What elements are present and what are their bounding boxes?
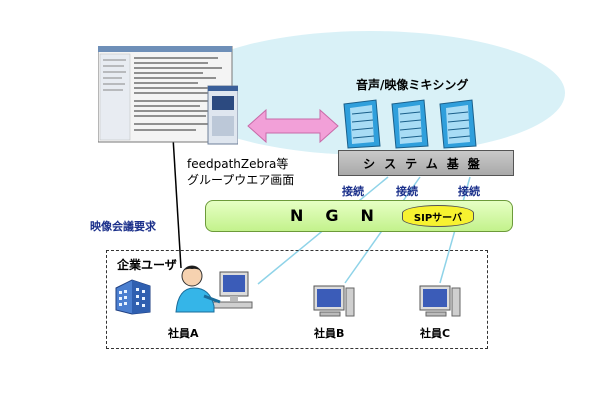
system-base-bar: システム基盤: [338, 150, 514, 176]
connect-label-2: 接続: [396, 185, 418, 198]
person-at-desk-icon: [168, 262, 254, 322]
groupware-label-line2: グループウエア画面: [187, 173, 295, 187]
pc-monitor-icon: [416, 282, 462, 322]
employee-a-label: 社員A: [168, 327, 199, 340]
connect-label-3: 接続: [458, 185, 480, 198]
mixing-label: 音声/映像ミキシング: [356, 78, 469, 92]
double-arrow: [247, 108, 339, 144]
enterprise-user-label: 企業ユーザ: [117, 258, 177, 272]
employee-c-label: 社員C: [420, 327, 451, 340]
server-rack-icon: [340, 98, 384, 150]
server-rack-icon: [388, 98, 432, 150]
video-conference-request-label: 映像会議要求: [90, 220, 156, 233]
sip-server-node: SIPサーバ: [402, 205, 474, 227]
pc-monitor-icon: [310, 282, 356, 322]
employee-b-label: 社員B: [314, 327, 345, 340]
screen-capture-icon: [97, 45, 239, 146]
ngn-label: NGN: [290, 206, 396, 225]
sip-server-label: SIPサーバ: [413, 212, 463, 224]
enterprise-user-group: [106, 250, 488, 349]
system-base-label: システム基盤: [363, 156, 489, 171]
groupware-label-line1: feedpathZebra等: [187, 157, 289, 171]
office-building-icon: [110, 276, 156, 316]
connect-label-1: 接続: [342, 185, 364, 198]
server-rack-icon: [436, 98, 480, 150]
